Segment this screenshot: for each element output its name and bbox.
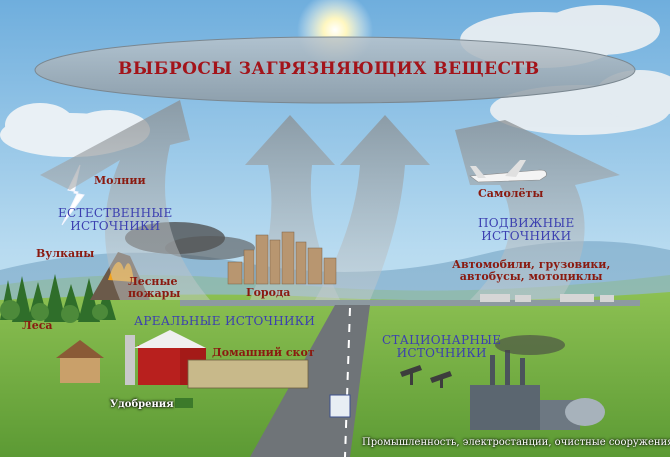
label-vehicles-line1: Автомобили, грузовики, xyxy=(452,258,611,271)
label-forests: Леса xyxy=(22,319,53,332)
label-mobile-line2: ИСТОЧНИКИ xyxy=(481,229,572,244)
label-stationary-line1: СТАЦИОНАРНЫЕ xyxy=(382,333,502,347)
tractor-icon xyxy=(175,398,193,408)
oil-pump-icon xyxy=(400,365,452,388)
lightning-icon xyxy=(61,164,85,226)
vehicles-icon xyxy=(480,294,614,302)
farm-icon xyxy=(56,330,309,408)
label-cities: Города xyxy=(246,286,291,299)
label-forest-fires-line2: пожары xyxy=(128,287,181,301)
label-forest-fires: Лесные пожары xyxy=(128,275,181,301)
label-stationary-sources: СТАЦИОНАРНЫЕ ИСТОЧНИКИ xyxy=(382,333,502,361)
label-vehicles-line2: автобусы, мотоциклы xyxy=(459,270,603,284)
airplane-icon xyxy=(469,160,547,183)
forest-icon xyxy=(0,274,116,323)
label-fertilizers: Удобрения xyxy=(110,399,174,410)
page-title: ВЫБРОСЫ ЗАГРЯЗНЯЮЩИХ ВЕЩЕСТВ xyxy=(118,59,540,79)
truck-icon xyxy=(329,394,351,418)
label-natural-line1: ЕСТЕСТВЕННЫЕ xyxy=(58,206,173,220)
label-lightning: Молнии xyxy=(94,174,146,187)
label-natural-line2: ИСТОЧНИКИ xyxy=(70,219,161,234)
factory-icon xyxy=(470,335,605,430)
label-volcanoes: Вулканы xyxy=(36,247,95,260)
label-stationary-line2: ИСТОЧНИКИ xyxy=(396,346,487,361)
title-ellipse xyxy=(34,36,636,104)
label-mobile-line1: ПОДВИЖНЫЕ xyxy=(478,216,575,230)
label-airplanes: Самолёты xyxy=(478,187,544,200)
label-industry: Промышленность, электростанции, очистные… xyxy=(362,437,670,448)
label-mobile-sources: ПОДВИЖНЫЕ ИСТОЧНИКИ xyxy=(478,216,575,244)
city-icon xyxy=(227,231,337,285)
label-vehicles: Автомобили, грузовики, автобусы, мотоцик… xyxy=(452,258,611,284)
road xyxy=(250,305,370,457)
label-forest-fires-line1: Лесные xyxy=(128,275,178,288)
label-areal-sources: АРЕАЛЬНЫЕ ИСТОЧНИКИ xyxy=(134,314,316,328)
livestock-pen xyxy=(187,359,309,389)
label-livestock: Домашний скот xyxy=(212,346,315,359)
label-natural-sources: ЕСТЕСТВЕННЫЕ ИСТОЧНИКИ xyxy=(58,206,173,234)
